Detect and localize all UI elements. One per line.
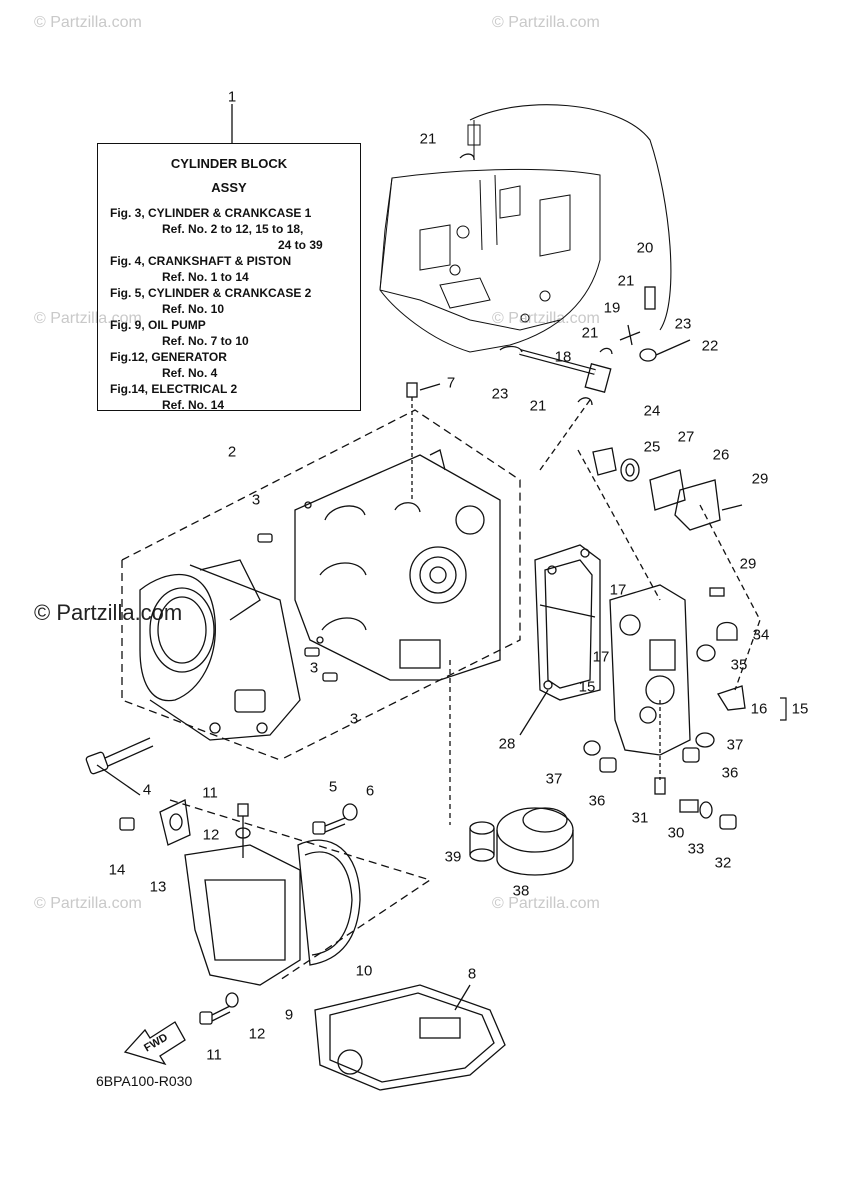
info-line: Ref. No. 10 — [162, 302, 225, 316]
callout: 21 — [581, 324, 599, 342]
powerhead-outline — [379, 104, 672, 353]
oil-filter — [449, 660, 574, 876]
callout: 35 — [730, 656, 748, 674]
watermark: © Partzilla.com — [34, 14, 142, 31]
callout: 17 — [592, 648, 610, 666]
thermostat-parts — [592, 447, 746, 711]
info-line: Fig.14, ELECTRICAL 2 — [110, 382, 238, 396]
info-box-subtitle: ASSY — [211, 180, 247, 195]
hose-fittings — [459, 153, 691, 406]
info-line: Ref. No. 1 to 14 — [162, 270, 249, 284]
callout: 20 — [636, 239, 654, 257]
info-line: Ref. No. 4 — [162, 366, 218, 380]
info-line: Ref. No. 7 to 10 — [162, 334, 249, 348]
callout: 12 — [202, 826, 220, 844]
callout: 25 — [643, 438, 661, 456]
callout: 29 — [739, 555, 757, 573]
callout: 8 — [467, 965, 477, 983]
bracket — [780, 697, 787, 721]
bolt-5 — [312, 803, 358, 835]
info-box: CYLINDER BLOCK ASSY Fig. 3, CYLINDER & C… — [97, 143, 361, 412]
watermark-main: © Partzilla.com — [34, 600, 183, 625]
callout: 21 — [617, 272, 635, 290]
callout: 4 — [142, 781, 152, 799]
dowel-pins — [257, 533, 338, 682]
callout: 38 — [512, 882, 530, 900]
callout: 10 — [355, 962, 373, 980]
bolt-7 — [406, 382, 441, 500]
info-line: Fig. 4, CRANKSHAFT & PISTON — [110, 254, 292, 268]
fwd-arrow-icon — [123, 1021, 186, 1066]
callout: 13 — [149, 878, 167, 896]
callout: 37 — [545, 770, 563, 788]
callout: 23 — [674, 315, 692, 333]
callout: 7 — [446, 374, 456, 392]
callout: 12 — [248, 1025, 266, 1043]
cylinder-block — [139, 559, 301, 741]
info-line: Fig. 9, OIL PUMP — [110, 318, 206, 332]
gasket-28 — [519, 544, 601, 736]
assembly-frame — [121, 409, 521, 761]
watermark: © Partzilla.com — [492, 895, 600, 912]
info-line: Ref. No. 2 to 12, 15 to 18, — [162, 222, 304, 236]
callout: 1 — [227, 88, 237, 106]
diagram-code: 6BPA100-R030 — [96, 1073, 193, 1089]
callout: 26 — [712, 446, 730, 464]
callout: 29 — [751, 470, 769, 488]
callout: 2 — [227, 443, 237, 461]
callout: 14 — [108, 861, 126, 879]
callout: 17 — [609, 581, 627, 599]
callout: 22 — [701, 337, 719, 355]
callout: 3 — [251, 491, 261, 509]
callout: 30 — [667, 824, 685, 842]
callout: 11 — [202, 784, 218, 802]
callout: 36 — [721, 764, 739, 782]
info-line: Fig.12, GENERATOR — [110, 350, 227, 364]
callout: 3 — [309, 659, 319, 677]
callout: 21 — [529, 397, 547, 415]
gasket-8 — [314, 984, 506, 1091]
crankcase — [294, 449, 501, 681]
small-parts — [583, 700, 737, 830]
watermark: © Partzilla.com — [492, 14, 600, 31]
callout: 32 — [714, 854, 732, 872]
callout: 36 — [588, 792, 606, 810]
callout: 11 — [206, 1046, 222, 1064]
callout: 19 — [603, 299, 621, 317]
callout: 18 — [554, 348, 572, 366]
cover-15 — [539, 584, 691, 756]
thermostat-frame — [539, 399, 761, 691]
oil-pump — [119, 799, 361, 1025]
callout: 34 — [752, 626, 770, 644]
callout: 3 — [349, 710, 359, 728]
callout: 31 — [631, 809, 649, 827]
info-line: Fig. 3, CYLINDER & CRANKCASE 1 — [110, 206, 312, 220]
callout: 24 — [643, 402, 661, 420]
oil-pump-frame — [169, 799, 432, 981]
callout: 33 — [687, 840, 705, 858]
callout: 21 — [419, 130, 437, 148]
callout: 15 — [791, 700, 809, 718]
bolt-4 — [85, 737, 154, 796]
callout: 15 — [578, 678, 596, 696]
callout: 37 — [726, 736, 744, 754]
callout: 16 — [750, 700, 768, 718]
callout: 5 — [328, 778, 338, 796]
callout: 39 — [444, 848, 462, 866]
callout: 23 — [491, 385, 509, 403]
watermark: © Partzilla.com — [492, 310, 600, 327]
callout: 28 — [498, 735, 516, 753]
info-line: 24 to 39 — [278, 238, 323, 252]
info-line: Ref. No. 14 — [162, 398, 225, 412]
callout: 6 — [365, 782, 375, 800]
callout: 27 — [677, 428, 695, 446]
watermark: © Partzilla.com — [34, 310, 142, 327]
callout: 9 — [284, 1006, 294, 1024]
info-box-title: CYLINDER BLOCK — [170, 156, 288, 171]
info-line: Fig. 5, CYLINDER & CRANKCASE 2 — [110, 286, 312, 300]
watermark: © Partzilla.com — [34, 895, 142, 912]
